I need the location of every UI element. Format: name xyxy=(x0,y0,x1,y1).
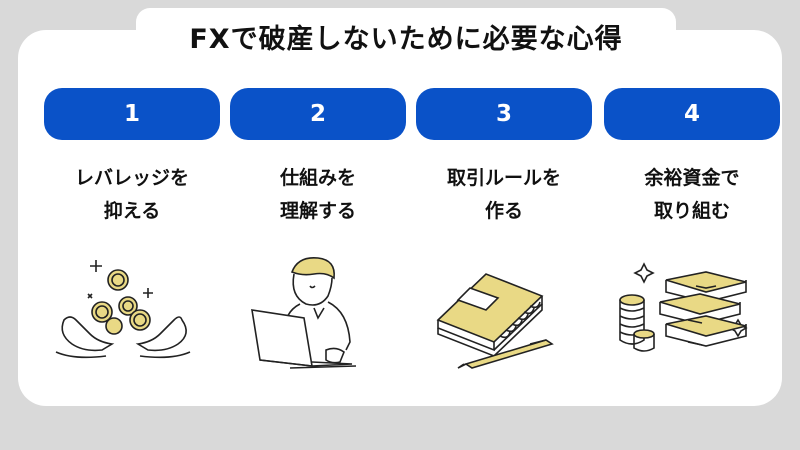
tip-1-label-line1: レバレッジを xyxy=(74,167,189,189)
tip-3: 3 取引ルールを 作る xyxy=(416,88,592,228)
tip-2-label-line1: 仕組みを xyxy=(279,167,356,189)
tip-4-number-badge: 4 xyxy=(604,88,780,140)
tip-3-number-badge: 3 xyxy=(416,88,592,140)
tip-3-label-line2: 作る xyxy=(484,200,523,222)
tip-2-number-badge: 2 xyxy=(230,88,406,140)
tip-2-label-line2: 理解する xyxy=(279,200,356,222)
coins-hands-icon xyxy=(44,250,220,380)
tip-4-label-line2: 取り組む xyxy=(653,200,730,222)
tip-4-label-line1: 余裕資金で xyxy=(644,167,740,189)
money-stack-icon xyxy=(604,250,780,380)
tip-1-number-badge: 1 xyxy=(44,88,220,140)
tip-2: 2 仕組みを 理解する xyxy=(230,88,406,228)
tip-4-label: 余裕資金で 取り組む xyxy=(604,162,780,228)
tip-1-label-line2: 抑える xyxy=(103,200,161,222)
tip-1-label: レバレッジを 抑える xyxy=(44,162,220,228)
tip-4: 4 余裕資金で 取り組む xyxy=(604,88,780,228)
tip-3-label: 取引ルールを 作る xyxy=(416,162,592,228)
page-title: FXで破産しないために必要な心得 xyxy=(189,23,623,55)
tip-3-label-line1: 取引ルールを xyxy=(446,167,561,189)
person-laptop-icon xyxy=(230,250,406,380)
notebook-pen-icon xyxy=(416,250,592,380)
tip-2-label: 仕組みを 理解する xyxy=(230,162,406,228)
tip-1: 1 レバレッジを 抑える xyxy=(44,88,220,228)
